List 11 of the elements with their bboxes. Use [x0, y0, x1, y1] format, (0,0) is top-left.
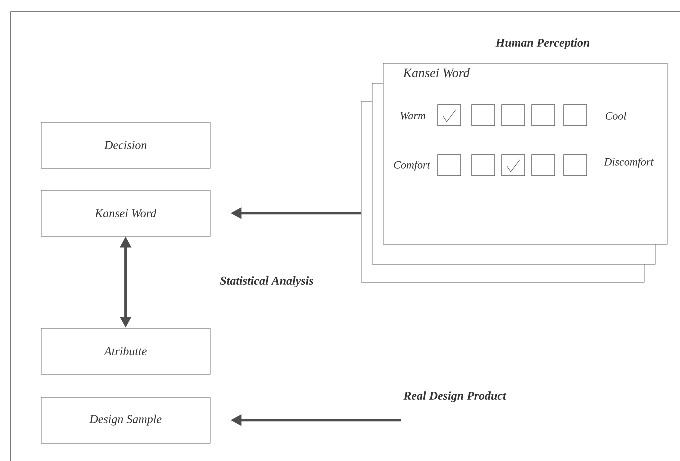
process-box: Atributte	[41, 328, 211, 375]
process-box: Kansei Word	[41, 190, 211, 237]
scale-label: Cool	[606, 112, 626, 120]
process-box: Decision	[41, 122, 211, 169]
scale-label: Warm	[400, 112, 426, 120]
scale-label: Comfort	[394, 160, 431, 172]
analysis-label: Statistical Analysis	[220, 276, 314, 288]
source-text: Real Design Product	[404, 392, 507, 402]
process-box: Design Sample	[41, 397, 211, 444]
card-heading: Human Perception	[496, 38, 590, 50]
scale-label: Discomfort	[604, 158, 654, 168]
